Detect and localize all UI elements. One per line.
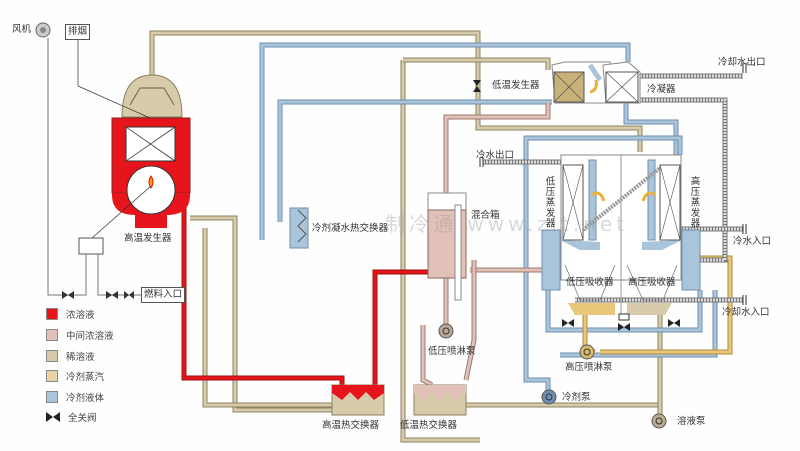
valve-icon <box>668 319 680 327</box>
high-temp-generator <box>77 35 191 239</box>
cooling-water-outlet-label: 冷却水出口 <box>718 57 766 68</box>
pipe <box>524 136 682 285</box>
pipe <box>401 60 480 442</box>
valve-icon <box>106 291 118 299</box>
pumps <box>438 323 667 429</box>
legend-item-dilute: 稀溶液 <box>46 349 95 363</box>
chilled-water-inlet-label: 冷水入口 <box>733 236 772 247</box>
low-temp-hx <box>413 384 467 416</box>
condenser <box>587 61 641 104</box>
low-temp-generator <box>551 61 611 104</box>
pump-impeller <box>583 348 591 356</box>
pipe <box>546 290 702 332</box>
pipe <box>464 260 476 381</box>
legend-swatch <box>46 391 58 403</box>
legend-item-vapor: 冷剂蒸汽 <box>46 369 104 383</box>
low-temp-generator-label: 低温发生器 <box>492 80 540 91</box>
legend-item-valve: 全关阀 <box>46 410 97 424</box>
high-temp-hx <box>331 384 385 416</box>
pipe-outline <box>190 215 332 413</box>
legend-item-intermediate: 中间浓溶液 <box>46 328 114 342</box>
fan-icon <box>35 22 51 38</box>
valve-icon <box>46 412 60 422</box>
pipe <box>203 228 332 407</box>
pipe <box>640 98 727 262</box>
mixing-tank-label: 混合箱 <box>471 210 500 221</box>
legend-swatch <box>46 329 58 341</box>
legend-label: 浓溶液 <box>66 310 95 321</box>
refrigerant-pump-label: 冷剂泵 <box>562 392 591 403</box>
legend-swatch <box>46 370 58 382</box>
pipe <box>524 285 550 395</box>
legend-label: 全关阀 <box>68 413 97 424</box>
legend-swatch <box>46 350 58 362</box>
valve-icon <box>124 291 134 299</box>
watermark: 制冷通 www.zlt.net <box>385 212 629 236</box>
pipe <box>403 58 550 70</box>
pipe <box>373 270 428 385</box>
legend-label: 中间浓溶液 <box>66 331 114 342</box>
legend-item-refrigerant-liquid: 冷剂液体 <box>46 390 104 404</box>
flame-icon <box>148 175 154 189</box>
valve-icon <box>473 80 481 92</box>
exhaust-label: 排烟 <box>65 24 91 40</box>
low-pressure-spray-pump-label: 低压喷淋泵 <box>428 346 476 357</box>
high-pressure-spray-pump-label: 高压喷淋泵 <box>565 362 613 373</box>
low-pressure-spray-pump-icon <box>438 323 454 339</box>
pipe <box>560 290 717 357</box>
mixing-tank <box>427 192 467 301</box>
low-pressure-evaporator-label: 低压蒸发器 <box>543 176 555 229</box>
evaporator-absorber-shell <box>541 154 701 320</box>
low-temp-hx-label: 低温热交换器 <box>400 420 458 431</box>
water-connections <box>479 63 747 305</box>
legend-item-concentrated: 浓溶液 <box>46 307 95 321</box>
low-pressure-absorber-label: 低压吸收器 <box>566 277 614 288</box>
valve-icon <box>618 323 630 331</box>
high-temp-generator-label: 高温发生器 <box>124 233 172 244</box>
cooling-water-inlet-label: 冷却水入口 <box>722 307 770 318</box>
refrigerant-pump-icon <box>541 389 557 405</box>
pipe <box>444 103 550 193</box>
pipe-outline <box>466 402 663 420</box>
pipe <box>182 160 344 385</box>
legend-swatch <box>46 308 58 320</box>
legend-label: 稀溶液 <box>66 352 95 363</box>
high-pressure-spray-pump-icon <box>579 344 595 360</box>
valve-icon <box>62 291 74 299</box>
high-pressure-absorber-label: 高压吸收器 <box>628 277 676 288</box>
pump-impeller <box>655 417 663 425</box>
pipe <box>190 216 332 412</box>
fuel-inlet-label: 燃料入口 <box>141 287 186 303</box>
burner-controls <box>47 38 141 299</box>
high-temp-hx-label: 高温热交换器 <box>322 420 380 431</box>
legend-label: 冷剂蒸汽 <box>66 372 105 383</box>
pipe <box>421 325 433 387</box>
high-pressure-evaporator-label: 高压蒸发器 <box>688 176 700 229</box>
pump-impeller <box>545 393 553 401</box>
refrigerant-condensate-hx-label: 冷剂凝水热交换器 <box>312 223 389 234</box>
refrigerant-condensate-hx <box>289 207 309 249</box>
fan-label: 风机 <box>12 24 32 35</box>
pump-impeller <box>442 327 450 335</box>
chilled-water-outlet-label: 冷水出口 <box>476 150 515 161</box>
solution-pump-label: 溶液泵 <box>677 416 706 427</box>
legend-label: 冷剂液体 <box>66 393 105 404</box>
pipe <box>278 100 552 222</box>
solution-pump-icon <box>651 413 667 429</box>
pipe <box>260 43 630 240</box>
condenser-label: 冷凝器 <box>647 84 676 95</box>
valve-icon <box>562 319 574 327</box>
